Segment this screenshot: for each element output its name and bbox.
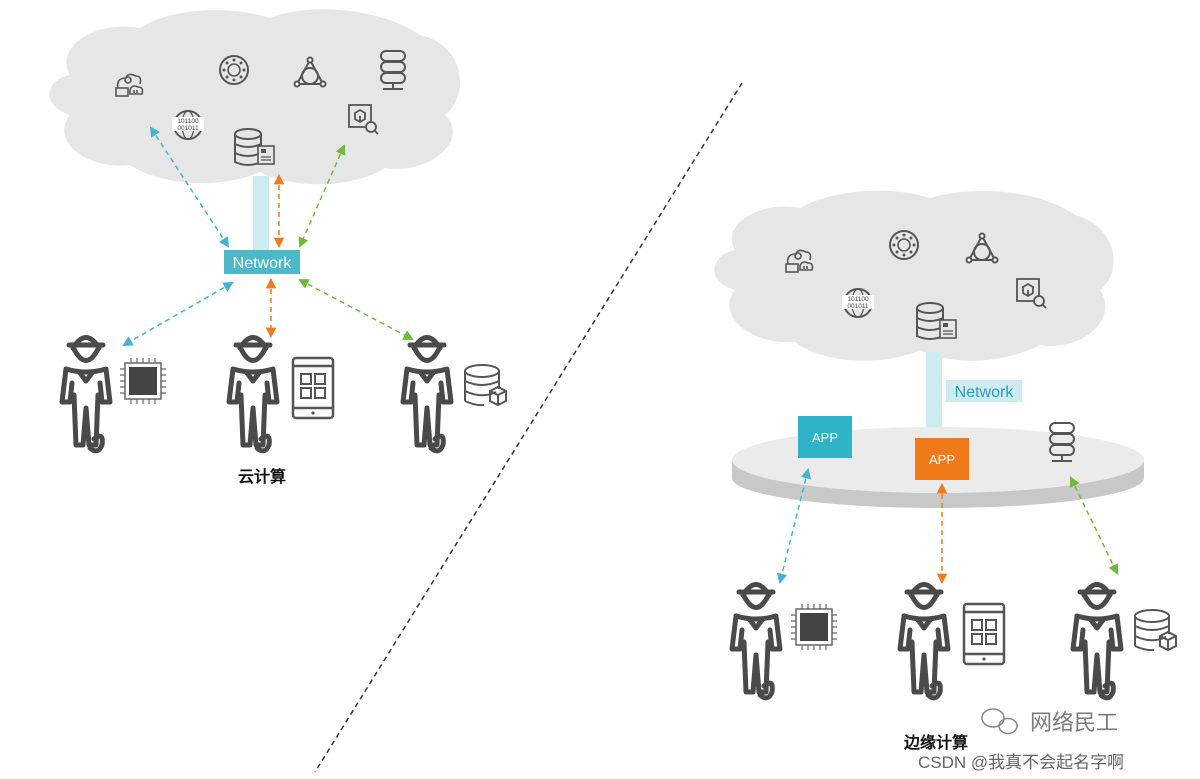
right-cloud bbox=[714, 190, 1114, 361]
left-network-pillar bbox=[253, 176, 269, 252]
right-network-label: Network bbox=[955, 384, 1015, 401]
left-network-label: Network bbox=[233, 255, 293, 272]
user-figure bbox=[62, 338, 110, 451]
right-users bbox=[732, 585, 1177, 698]
arrow-blue-cloud bbox=[149, 126, 230, 248]
left-network-box: Network bbox=[224, 250, 300, 274]
watermark: 网络民工 CSDN @我真不会起名字啊 bbox=[918, 708, 1124, 772]
left-arrows bbox=[122, 126, 414, 347]
tablet-icon bbox=[962, 602, 1006, 666]
watermark-credit: CSDN @我真不会起名字啊 bbox=[918, 753, 1124, 772]
database-box-icon bbox=[1134, 609, 1177, 652]
right-network-pillar bbox=[926, 352, 942, 442]
app-center: APP bbox=[915, 438, 969, 480]
edge-computing-caption: 边缘计算 bbox=[903, 733, 968, 752]
user-figure bbox=[403, 338, 451, 451]
cloud-computing-caption: 云计算 bbox=[238, 467, 286, 486]
arrow-blue-device bbox=[122, 281, 234, 347]
wechat-icon bbox=[981, 708, 1018, 735]
user-figure bbox=[229, 338, 277, 451]
arrow-green-device bbox=[298, 279, 414, 340]
panel-divider bbox=[314, 82, 743, 773]
left-cloud bbox=[49, 9, 460, 185]
user-figure bbox=[1073, 585, 1121, 698]
app-left: APP bbox=[798, 416, 852, 458]
app-left-label: APP bbox=[812, 430, 838, 445]
chip-icon bbox=[119, 357, 167, 405]
right-network-box: Network bbox=[946, 380, 1022, 402]
right-arrows bbox=[776, 467, 1119, 585]
app-center-label: APP bbox=[929, 452, 955, 467]
chip-icon bbox=[790, 603, 838, 651]
user-figure bbox=[732, 585, 780, 698]
user-figure bbox=[900, 585, 948, 698]
watermark-account: 网络民工 bbox=[1030, 710, 1118, 735]
database-box-icon bbox=[464, 364, 507, 407]
tablet-icon bbox=[291, 356, 335, 420]
left-users bbox=[62, 338, 507, 451]
arrow-blue-edge bbox=[776, 467, 812, 585]
cloud-computing-panel: Network 云计算 bbox=[49, 9, 507, 486]
edge-computing-panel: Network APP APP 边缘计算 bbox=[714, 190, 1177, 752]
arrow-green-cloud bbox=[298, 144, 346, 248]
